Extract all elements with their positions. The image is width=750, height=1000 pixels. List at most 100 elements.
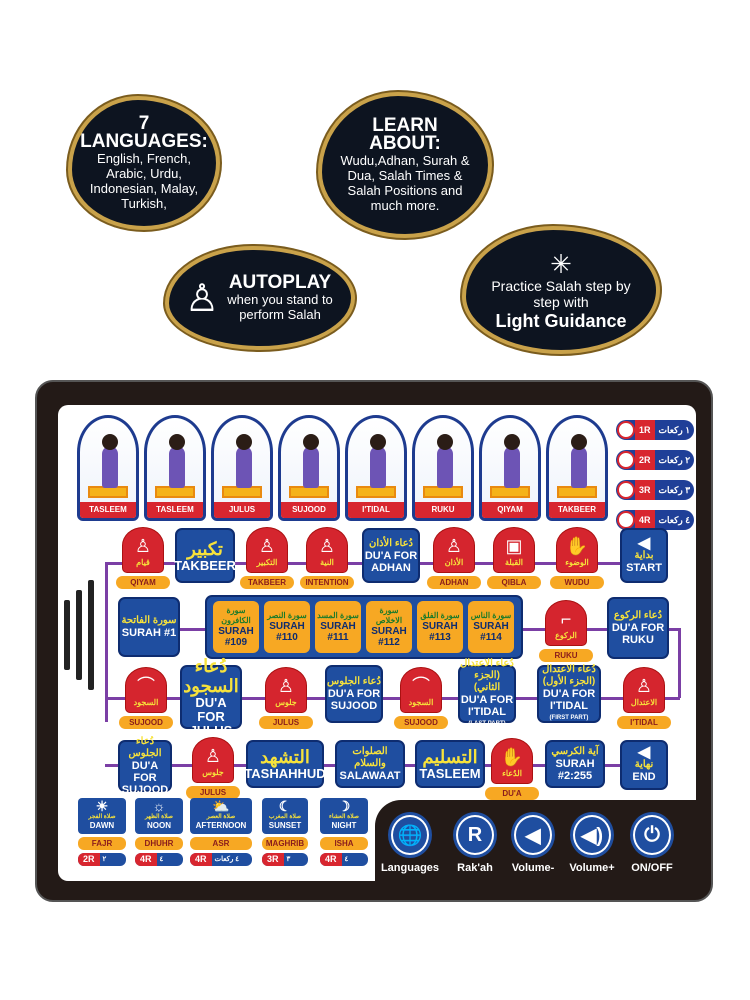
languagesbutton[interactable]: 🌐 bbox=[388, 812, 432, 858]
arabic-label: التكبير bbox=[256, 558, 278, 567]
arabic-label: آية الكرسي bbox=[551, 746, 599, 757]
prayer-rakah: 4R٤ ركعات bbox=[135, 853, 183, 866]
pose-card[interactable]: TASLEEM bbox=[77, 415, 139, 521]
box-label: TASHAHHUD bbox=[244, 766, 326, 781]
sujood-step[interactable]: ⌒السجود bbox=[400, 667, 442, 713]
pose-card[interactable]: SUJOOD bbox=[278, 415, 340, 521]
box-label: END bbox=[632, 771, 656, 783]
child-head bbox=[370, 434, 386, 450]
qiyam-step[interactable]: ♙قيام bbox=[122, 527, 164, 573]
arabic-label: دُعاء الأذان bbox=[368, 537, 413, 549]
julus-step[interactable]: ♙جلوس bbox=[265, 667, 307, 713]
step-label: SUJOOD bbox=[394, 716, 448, 729]
julus-icon: ♙ bbox=[277, 676, 295, 696]
standing-person-icon: ♙ bbox=[184, 277, 220, 320]
dua-itidal-last-box[interactable]: دُعاء الاعتدال (الجزء الثاني)DU'A FOR I'… bbox=[458, 658, 516, 727]
box-label: DU'A FOR RUKU bbox=[611, 622, 665, 646]
rakah-arabic: ٢ ركعات bbox=[658, 454, 691, 465]
pose-label: TASLEEM bbox=[147, 502, 203, 518]
julus-step[interactable]: ♙جلوس bbox=[192, 737, 234, 783]
volume-button[interactable]: ◀) bbox=[570, 812, 614, 858]
arabic-label: الدُعاء bbox=[502, 769, 522, 778]
child-figure bbox=[437, 446, 453, 488]
badge-title: Light Guidance bbox=[495, 311, 627, 331]
ruku-icon: ⌐ bbox=[560, 609, 572, 629]
box-label: SURAH #1 bbox=[121, 627, 177, 639]
pose-card[interactable]: QIYAM bbox=[479, 415, 541, 521]
sujood-step[interactable]: ⌒السجود bbox=[125, 667, 167, 713]
ruku-step[interactable]: ⌐الركوع bbox=[545, 600, 587, 646]
step-label: JULUS bbox=[259, 716, 313, 729]
prayer-rakah: 2R٢ ركعات bbox=[78, 853, 126, 866]
adhan-step[interactable]: ♙الأذان bbox=[433, 527, 475, 573]
dua-step[interactable]: ✋الدُعاء bbox=[491, 738, 533, 784]
arabic-label: دُعاء السجود bbox=[183, 656, 239, 696]
arabic-label: سورة النصر bbox=[267, 611, 307, 620]
play-icon: ◀ bbox=[637, 534, 651, 552]
pose-card[interactable]: RUKU bbox=[412, 415, 474, 521]
globe-icon: 🌐 bbox=[393, 817, 427, 853]
intention-icon: ♙ bbox=[318, 536, 336, 556]
volume-button[interactable]: ◀ bbox=[511, 812, 555, 858]
rakah-arabic: ٤ ركعات bbox=[344, 856, 349, 863]
step-label: JULUS bbox=[186, 786, 240, 799]
qibla-step[interactable]: ▣القبلة bbox=[493, 527, 535, 573]
child-figure bbox=[102, 446, 118, 488]
pose-card[interactable]: I'TIDAL bbox=[345, 415, 407, 521]
pose-card[interactable]: JULUS bbox=[211, 415, 273, 521]
pose-card[interactable]: TAKBEER bbox=[546, 415, 608, 521]
on-offbutton[interactable]: ⏻ bbox=[630, 812, 674, 858]
takbeer-step[interactable]: ♙التكبير bbox=[246, 527, 288, 573]
rak-ahbutton[interactable]: R bbox=[453, 812, 497, 858]
time-label: SUNSET bbox=[268, 821, 302, 830]
child-figure bbox=[169, 446, 185, 488]
arabic-label: سورة الناس bbox=[470, 611, 512, 620]
time-label: NIGHT bbox=[331, 821, 357, 830]
box-label: DU'A FOR JULUS bbox=[189, 695, 233, 738]
wudu-step[interactable]: ✋الوضوء bbox=[556, 527, 598, 573]
power-icon: ⏻ bbox=[635, 817, 669, 853]
badge-title: LEARN ABOUT: bbox=[369, 115, 441, 154]
speaker-grille bbox=[64, 600, 70, 670]
rakah-light bbox=[617, 511, 635, 529]
dua-itidal-first-box[interactable]: دُعاء الاعتدال (الجزء الأول)DU'A FOR I'T… bbox=[537, 664, 601, 723]
pose-label: TASLEEM bbox=[80, 502, 136, 518]
arabic-label: دُعاء الجلوس bbox=[327, 676, 381, 687]
rakah-count: 4R bbox=[135, 853, 157, 866]
badge-title: AUTOPLAY bbox=[228, 272, 332, 293]
light-icon: ✳ bbox=[550, 249, 572, 279]
intention-step[interactable]: ♙النية bbox=[306, 527, 348, 573]
pose-card[interactable]: TASLEEM bbox=[144, 415, 206, 521]
itidal-step[interactable]: ♙الاعتدال bbox=[623, 667, 665, 713]
step-label: SUJOOD bbox=[119, 716, 173, 729]
